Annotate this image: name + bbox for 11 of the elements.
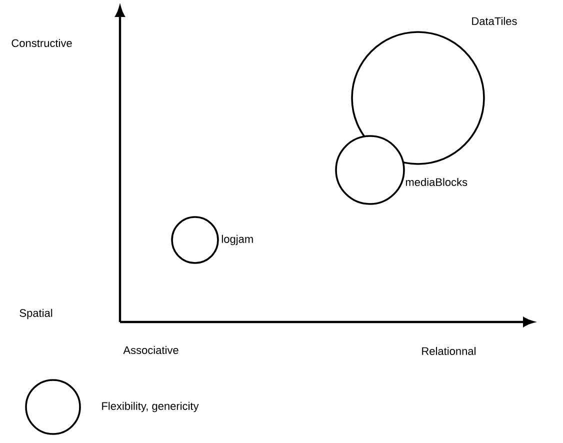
axis-label: Associative bbox=[123, 346, 178, 354]
bubble bbox=[351, 31, 485, 165]
bubble-label: DataTiles bbox=[472, 16, 517, 26]
axis-label: Constructive bbox=[12, 38, 72, 48]
bubble-label: mediaBlocks bbox=[406, 178, 468, 186]
bubble bbox=[335, 135, 405, 205]
axis-label: Spatial bbox=[20, 308, 52, 320]
bubble bbox=[171, 216, 219, 264]
bubble-label: logjam bbox=[222, 234, 253, 246]
legend-label: Flexibility, genericity bbox=[102, 402, 199, 412]
axis-label: Relationnal bbox=[422, 346, 476, 356]
